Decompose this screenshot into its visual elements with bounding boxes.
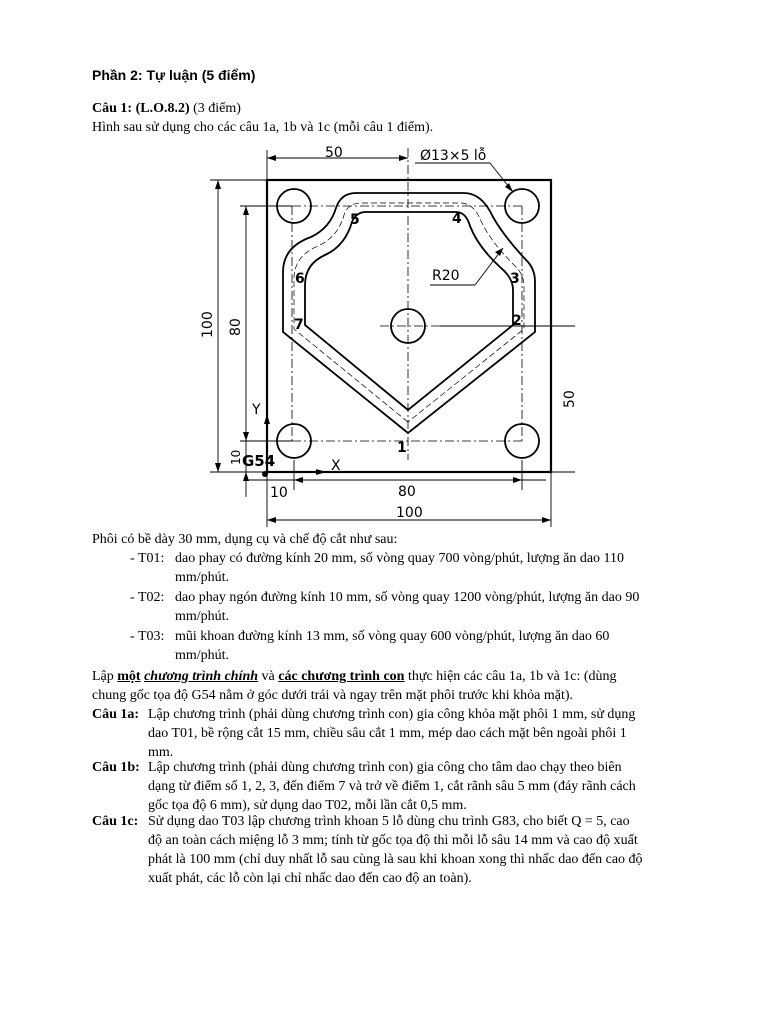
- question-1-label: Câu 1:: [92, 101, 133, 116]
- dimension-arrows: [215, 155, 551, 523]
- dim-left-100: 100: [200, 311, 216, 338]
- question-line: dao T01, bề rộng cắt 15 mm, chiều sâu cắ…: [148, 726, 627, 741]
- question-label: Câu 1b:: [92, 760, 140, 775]
- question-1-code: (L.O.8.2): [135, 101, 190, 116]
- emph-one: một: [117, 669, 141, 684]
- question-1-points: (3 điểm): [193, 101, 241, 116]
- emph-subprograms: các chương trình con: [278, 669, 405, 684]
- hole-callout: Ø13×5 lỗ: [420, 147, 486, 164]
- tool-description: dao phay có đường kính 20 mm, số vòng qu…: [175, 551, 625, 566]
- question-line: Lập chương trình (phải dùng chương trình…: [148, 760, 622, 775]
- technical-drawing: 50 Ø13×5 lỗ 100 80 Y X 10 G54 10 80 100 …: [200, 145, 575, 527]
- center-lines: [291, 148, 523, 460]
- hole-center: [390, 308, 426, 344]
- tool-description-cont: mm/phút.: [175, 648, 230, 663]
- point-5: 5: [350, 212, 360, 228]
- dim-bottom-10: 10: [270, 485, 288, 501]
- dim-left-80: 80: [228, 318, 244, 336]
- question-line: dạng từ điểm số 1, 2, 3, đến điểm 7 và t…: [148, 779, 636, 794]
- tool-description: dao phay ngón đường kính 10 mm, số vòng …: [175, 590, 640, 605]
- question-line: độ an toàn cách miệng lỗ 3 mm; tính từ g…: [148, 833, 638, 848]
- point-6: 6: [295, 271, 305, 287]
- program-instructions: Lập một chương trình chính và các chương…: [92, 667, 617, 686]
- list-dash: -: [130, 629, 135, 644]
- dim-top-50: 50: [325, 145, 343, 161]
- point-1: 1: [397, 440, 407, 456]
- question-line: xuất phát, các lỗ còn lại chỉ nhấc dao đ…: [148, 871, 472, 886]
- point-2: 2: [512, 313, 522, 329]
- part-title: Phần 2: Tự luận (5 điểm): [92, 67, 256, 83]
- question-line: Sử dụng dao T03 lập chương trình khoan 5…: [148, 814, 630, 829]
- tool-item-t02: - T02: dao phay ngón đường kính 10 mm, s…: [130, 588, 690, 626]
- question-1c: Câu 1c: Sử dụng dao T03 lập chương trình…: [92, 812, 684, 888]
- dim-bottom-100: 100: [396, 505, 423, 521]
- slot-inner-contour: [304, 211, 514, 412]
- tool-description-cont: mm/phút.: [175, 609, 230, 624]
- dim-left-10: 10: [229, 450, 243, 465]
- tool-description-cont: mm/phút.: [175, 570, 230, 585]
- question-1-intro: Hình sau sử dụng cho các câu 1a, 1b và 1…: [92, 120, 434, 135]
- hole-bottom-right: [504, 423, 540, 459]
- radius-label: R20: [432, 268, 460, 284]
- tool-center-path: [293, 202, 525, 423]
- tool-item-t01: - T01: dao phay có đường kính 20 mm, số …: [130, 549, 690, 587]
- tool-name: T03:: [138, 629, 165, 644]
- tool-description: mũi khoan đường kính 13 mm, số vòng quay…: [175, 629, 610, 644]
- question-line: mm.: [148, 745, 174, 760]
- question-line: Lập chương trình (phải dùng chương trình…: [148, 707, 636, 722]
- origin-marker: [262, 471, 268, 477]
- tool-name: T02:: [138, 590, 165, 605]
- point-4: 4: [452, 211, 462, 227]
- text-prefix: Lập: [92, 669, 118, 684]
- program-instructions-line2: chung gốc tọa độ G54 nằm ở góc dưới trái…: [92, 688, 573, 703]
- origin-label: G54: [242, 452, 275, 470]
- list-dash: -: [130, 551, 135, 566]
- hole-top-right: [504, 188, 540, 224]
- point-7: 7: [294, 317, 304, 333]
- question-1-header: Câu 1: (L.O.8.2) (3 điểm): [92, 101, 241, 117]
- text-and: và: [258, 669, 279, 684]
- question-label: Câu 1c:: [92, 814, 139, 829]
- slot-outer-contour: [282, 192, 536, 435]
- dim-bottom-80: 80: [398, 484, 416, 500]
- axis-y-label: Y: [251, 402, 261, 418]
- question-line: gốc tọa độ 6 mm), sử dụng dao T02, mỗi l…: [148, 798, 467, 813]
- emph-main-program: chương trình chính: [144, 669, 259, 684]
- text-rest: thực hiện các câu 1a, 1b và 1c: (dùng: [404, 669, 617, 684]
- question-label: Câu 1a:: [92, 707, 140, 722]
- tool-name: T01:: [138, 551, 165, 566]
- question-1a: Câu 1a: Lập chương trình (phải dùng chươ…: [92, 705, 684, 762]
- tool-item-t03: - T03: mũi khoan đường kính 13 mm, số vò…: [130, 627, 690, 665]
- list-dash: -: [130, 590, 135, 605]
- point-3: 3: [510, 271, 520, 287]
- axis-x-label: X: [331, 458, 341, 474]
- dim-right-50: 50: [562, 390, 575, 408]
- question-line: phát là 100 mm (chỉ duy nhất lỗ sau cùng…: [148, 852, 643, 867]
- stock-description: Phôi có bề dày 30 mm, dụng cụ và chế độ …: [92, 532, 398, 547]
- question-1b: Câu 1b: Lập chương trình (phải dùng chươ…: [92, 758, 684, 815]
